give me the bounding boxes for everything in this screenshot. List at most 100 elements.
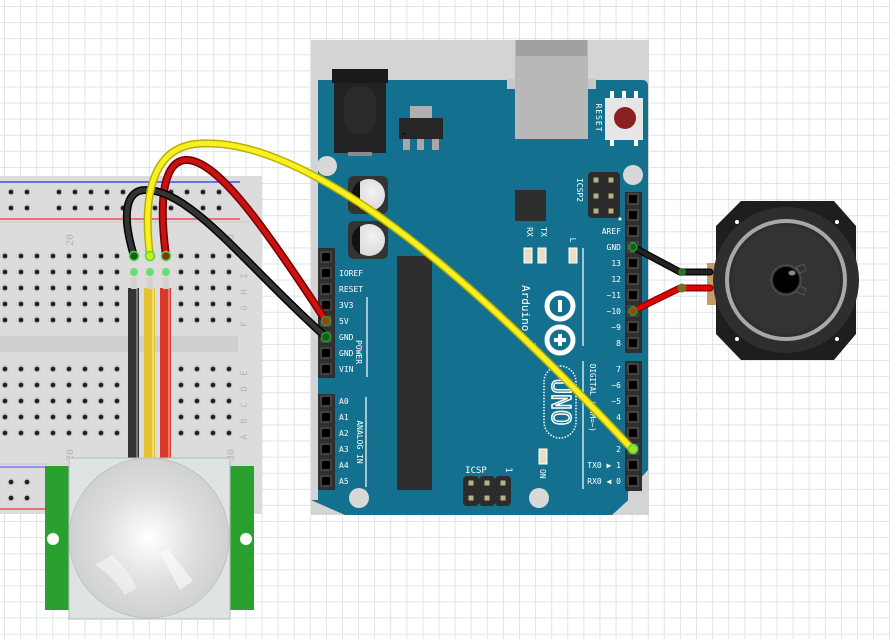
breadboard-hole[interactable]: [8, 189, 14, 195]
breadboard-hole[interactable]: [114, 317, 120, 323]
header-pin-socket[interactable]: [322, 349, 330, 357]
header-pin-socket[interactable]: [322, 269, 330, 277]
breadboard-hole[interactable]: [194, 414, 200, 420]
breadboard-hole[interactable]: [18, 398, 24, 404]
breadboard-hole[interactable]: [82, 382, 88, 388]
breadboard-hole[interactable]: [98, 366, 104, 372]
breadboard-hole[interactable]: [114, 430, 120, 436]
header-pin-socket[interactable]: [629, 227, 637, 235]
header-pin-socket[interactable]: [629, 461, 637, 469]
breadboard-hole[interactable]: [34, 285, 40, 291]
breadboard-hole[interactable]: [18, 317, 24, 323]
breadboard-hole[interactable]: [114, 285, 120, 291]
breadboard-hole[interactable]: [200, 189, 206, 195]
header-pin-socket[interactable]: [629, 413, 637, 421]
reset-button-cap[interactable]: [614, 107, 636, 129]
reset-button[interactable]: [605, 91, 643, 146]
breadboard-hole[interactable]: [2, 398, 8, 404]
breadboard-hole[interactable]: [210, 366, 216, 372]
breadboard-hole[interactable]: [50, 382, 56, 388]
breadboard-hole[interactable]: [34, 382, 40, 388]
header-pin-socket[interactable]: [629, 381, 637, 389]
breadboard-hole[interactable]: [98, 285, 104, 291]
breadboard-hole[interactable]: [226, 301, 232, 307]
breadboard-hole[interactable]: [18, 285, 24, 291]
breadboard-hole[interactable]: [114, 301, 120, 307]
breadboard-hole[interactable]: [82, 253, 88, 259]
breadboard-hole[interactable]: [34, 430, 40, 436]
header-pin-socket[interactable]: [322, 301, 330, 309]
breadboard-hole[interactable]: [98, 253, 104, 259]
breadboard-hole[interactable]: [194, 317, 200, 323]
breadboard-hole[interactable]: [66, 430, 72, 436]
breadboard-hole[interactable]: [210, 301, 216, 307]
breadboard-hole[interactable]: [66, 301, 72, 307]
breadboard-hole[interactable]: [34, 253, 40, 259]
breadboard-hole[interactable]: [216, 189, 222, 195]
breadboard-hole[interactable]: [2, 285, 8, 291]
header-pin-socket[interactable]: [322, 397, 330, 405]
breadboard-hole[interactable]: [82, 317, 88, 323]
breadboard-hole[interactable]: [226, 269, 232, 275]
breadboard-hole[interactable]: [98, 269, 104, 275]
breadboard-hole[interactable]: [82, 398, 88, 404]
breadboard-hole[interactable]: [194, 382, 200, 388]
breadboard-hole[interactable]: [50, 366, 56, 372]
breadboard-hole[interactable]: [66, 382, 72, 388]
breadboard-hole[interactable]: [152, 205, 158, 211]
breadboard-hole[interactable]: [2, 366, 8, 372]
breadboard-hole[interactable]: [226, 398, 232, 404]
breadboard-hole[interactable]: [114, 366, 120, 372]
breadboard-hole[interactable]: [178, 269, 184, 275]
wire-pir-out-to-d2[interactable]: [143, 139, 636, 453]
breadboard-hole[interactable]: [18, 301, 24, 307]
header-pin-socket[interactable]: [322, 253, 330, 261]
breadboard-hole[interactable]: [200, 205, 206, 211]
breadboard-hole[interactable]: [114, 398, 120, 404]
header-pin-socket[interactable]: [322, 477, 330, 485]
breadboard-hole[interactable]: [18, 253, 24, 259]
breadboard-hole[interactable]: [114, 269, 120, 275]
header-pin-socket[interactable]: [322, 285, 330, 293]
breadboard-hole[interactable]: [2, 301, 8, 307]
breadboard-hole[interactable]: [226, 317, 232, 323]
breadboard-hole[interactable]: [34, 414, 40, 420]
breadboard-hole[interactable]: [2, 253, 8, 259]
breadboard-hole[interactable]: [178, 414, 184, 420]
breadboard-hole[interactable]: [226, 253, 232, 259]
breadboard-hole[interactable]: [226, 382, 232, 388]
breadboard-hole[interactable]: [82, 285, 88, 291]
breadboard-hole[interactable]: [50, 414, 56, 420]
header-pin-socket[interactable]: [629, 477, 637, 485]
breadboard-hole[interactable]: [114, 382, 120, 388]
header-pin-socket[interactable]: [629, 339, 637, 347]
header-pin-socket[interactable]: [322, 461, 330, 469]
breadboard-hole[interactable]: [168, 205, 174, 211]
header-pin-socket[interactable]: [322, 445, 330, 453]
breadboard-hole[interactable]: [98, 317, 104, 323]
breadboard-hole[interactable]: [194, 366, 200, 372]
breadboard-hole[interactable]: [98, 398, 104, 404]
breadboard-hole[interactable]: [226, 366, 232, 372]
breadboard-hole[interactable]: [194, 269, 200, 275]
breadboard-hole[interactable]: [18, 382, 24, 388]
header-pin-socket[interactable]: [629, 365, 637, 373]
breadboard-hole[interactable]: [34, 301, 40, 307]
breadboard-hole[interactable]: [216, 205, 222, 211]
breadboard-hole[interactable]: [178, 317, 184, 323]
breadboard-hole[interactable]: [50, 301, 56, 307]
breadboard-hole[interactable]: [226, 414, 232, 420]
breadboard-hole[interactable]: [72, 189, 78, 195]
breadboard-hole[interactable]: [104, 189, 110, 195]
breadboard-hole[interactable]: [178, 253, 184, 259]
speaker[interactable]: [707, 201, 859, 360]
breadboard-hole[interactable]: [66, 285, 72, 291]
arduino-uno[interactable]: RESET ICSP2 RX TX L A: [311, 40, 649, 515]
breadboard-hole[interactable]: [66, 366, 72, 372]
breadboard-hole[interactable]: [178, 301, 184, 307]
wire-pir-vcc-to-5v[interactable]: [158, 156, 330, 325]
breadboard-hole[interactable]: [56, 205, 62, 211]
breadboard-hole[interactable]: [178, 366, 184, 372]
breadboard-hole[interactable]: [194, 253, 200, 259]
breadboard-hole[interactable]: [34, 317, 40, 323]
